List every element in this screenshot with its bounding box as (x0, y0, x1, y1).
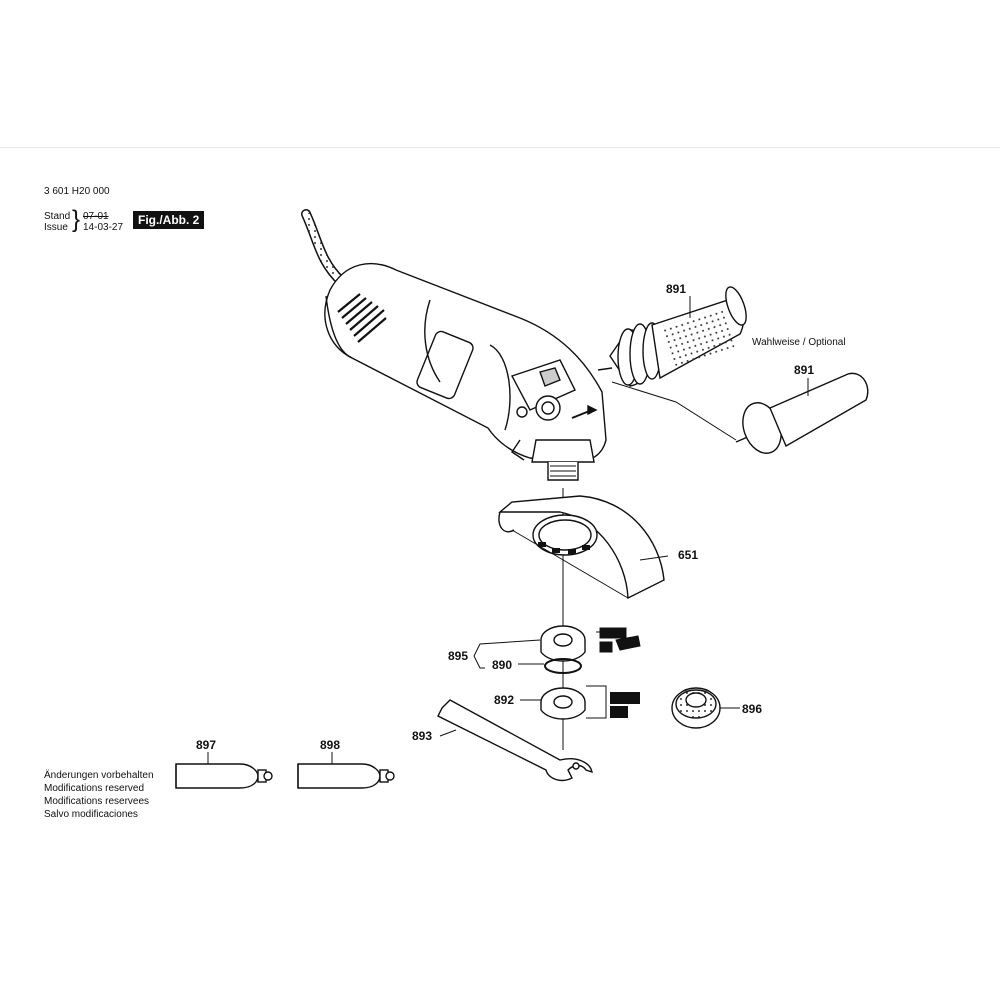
issue-label: Issue (44, 222, 68, 233)
o-ring (544, 658, 582, 674)
issue-date: 14-03-27 (83, 222, 124, 233)
wheel-guard (498, 495, 665, 600)
clamping-nut-detail (610, 692, 640, 718)
vent-slots (337, 293, 387, 343)
disclaimer-fr: Modifications reservees (44, 796, 150, 807)
part-number: 3 601 H20 000 (44, 186, 110, 197)
grease-tube-898 (297, 763, 395, 789)
spanner-wrench (437, 699, 593, 782)
part-label-890: 890 (492, 658, 513, 672)
alternative-connection-line (611, 381, 737, 441)
disclaimer-de: Änderungen vorbehalten (44, 770, 154, 781)
optional-note: Wahlweise / Optional (752, 337, 846, 348)
part-label-891-optional: 891 (794, 363, 815, 377)
part-label-896: 896 (742, 702, 763, 716)
stand-date: 07-01 (83, 211, 109, 222)
auxiliary-handle-optional (735, 372, 869, 454)
quick-clamping-nut (671, 687, 721, 729)
disclaimer-en: Modifications reserved (44, 783, 145, 794)
disclaimer-block: Änderungen vorbehalten Modifications res… (44, 769, 154, 821)
leader-lines (207, 296, 809, 764)
part-label-892: 892 (494, 693, 515, 707)
auxiliary-handle-primary (597, 286, 747, 387)
disclaimer-es: Salvo modificaciones (44, 809, 138, 820)
mounting-flange (540, 625, 586, 662)
brace-symbol: } (72, 206, 81, 233)
clamping-nut (540, 687, 586, 720)
part-label-895: 895 (448, 649, 469, 663)
angle-grinder-body (324, 263, 607, 481)
part-label-893: 893 (412, 729, 433, 743)
figure-label: Fig./Abb. 2 (133, 211, 205, 229)
power-cord (301, 209, 347, 287)
stand-label: Stand (44, 211, 71, 222)
grease-tube-897 (175, 763, 273, 789)
header-separator (0, 147, 1000, 148)
part-label-898: 898 (320, 738, 341, 752)
flange-detail (599, 627, 641, 653)
part-label-651: 651 (678, 548, 699, 562)
part-label-891-primary: 891 (666, 282, 687, 296)
part-label-897: 897 (196, 738, 217, 752)
